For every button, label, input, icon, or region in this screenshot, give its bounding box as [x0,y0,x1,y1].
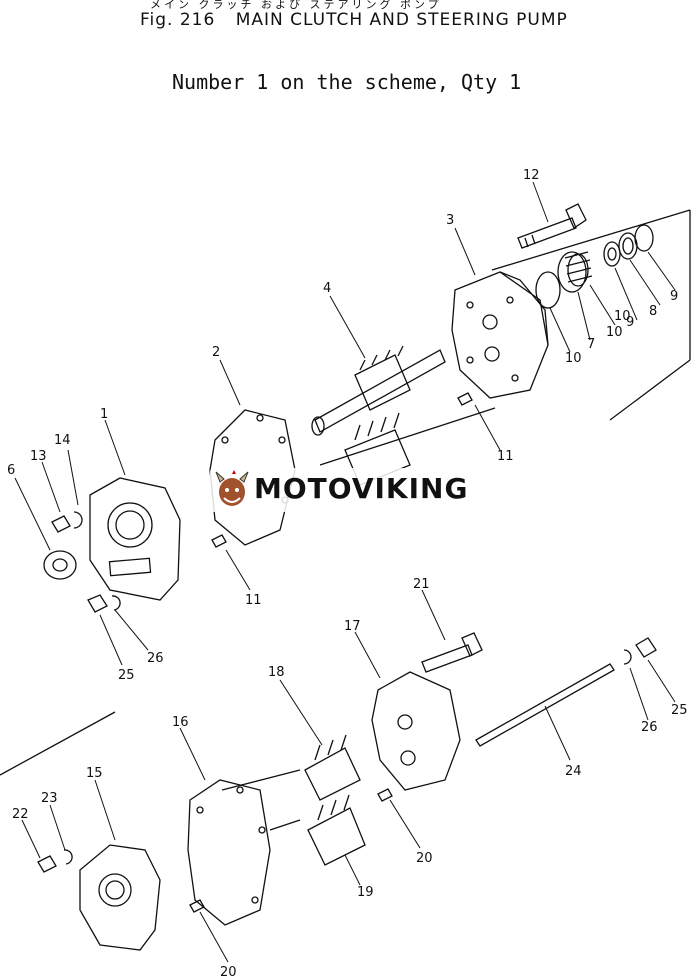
callout: 21 [413,577,430,592]
figure-heading: Fig. 216 MAIN CLUTCH AND STEERING PUMP [140,10,568,30]
callout: 16 [172,715,189,730]
part-nut-22-washer-23 [37,849,73,873]
leader-lines [14,181,676,963]
callout: 1 [100,407,108,422]
part-body-1 [89,477,181,601]
callout: 9 [626,315,634,330]
callout: 20 [220,965,237,979]
part-housing-16 [187,779,271,926]
callout-labels: 12 3 4 2 9 9 8 10 10 7 10 11 1 14 13 6 1… [7,168,688,979]
callout: 18 [268,665,285,680]
viking-logo-icon [215,470,249,506]
callout: 9 [670,289,678,304]
callout: 11 [245,593,262,608]
callout: 22 [12,807,29,822]
callout: 20 [416,851,433,866]
callout: 10 [565,351,582,366]
callout: 6 [7,463,15,478]
callout: 15 [86,766,103,781]
callout: 26 [641,720,658,735]
callout: 23 [41,791,58,806]
callout: 25 [118,668,135,683]
part-nut-25-washer-26-left [87,594,121,613]
callout: 2 [212,345,220,360]
frame-lines-lower [0,711,301,831]
part-dowel-pins-20 [189,788,393,913]
part-drive-gear-4 [311,345,446,436]
watermark-text: MOTOVIKING [254,472,469,505]
part-cover-3 [451,271,549,399]
callout: 17 [344,619,361,634]
japanese-title: メイン クラッチ および ステアリング ポンプ [150,0,442,11]
part-bolt-21 [421,632,483,673]
watermark: MOTOVIKING [210,468,481,512]
part-gear-19 [307,794,366,866]
scheme-subtitle: Number 1 on the scheme, Qty 1 [172,70,522,94]
part-nut-13-washer-14-seal-6 [43,511,83,580]
callout: 8 [649,304,657,319]
part-gear-18 [304,734,361,801]
callout: 13 [30,449,47,464]
frame-lines-upper [319,209,691,466]
callout: 11 [497,449,514,464]
figure-number: Fig. 216 [140,10,216,30]
callout: 7 [587,337,595,352]
part-cover-17 [371,671,461,791]
callout: 26 [147,651,164,666]
part-body-15 [79,844,161,951]
callout: 4 [323,281,331,296]
part-rings [535,224,654,309]
part-bolt-12 [517,203,587,249]
callout: 25 [671,703,688,718]
figure-title: MAIN CLUTCH AND STEERING PUMP [235,10,568,30]
part-stud-24 [475,663,615,747]
callout: 3 [446,213,454,228]
callout: 19 [357,885,374,900]
callout: 10 [606,325,623,340]
callout: 14 [54,433,71,448]
part-nut-25-washer-26-right [623,637,657,665]
callout: 12 [523,168,540,183]
callout: 24 [565,764,582,779]
callout: 10 [614,309,631,324]
part-dowel-pins-11 [211,392,473,548]
